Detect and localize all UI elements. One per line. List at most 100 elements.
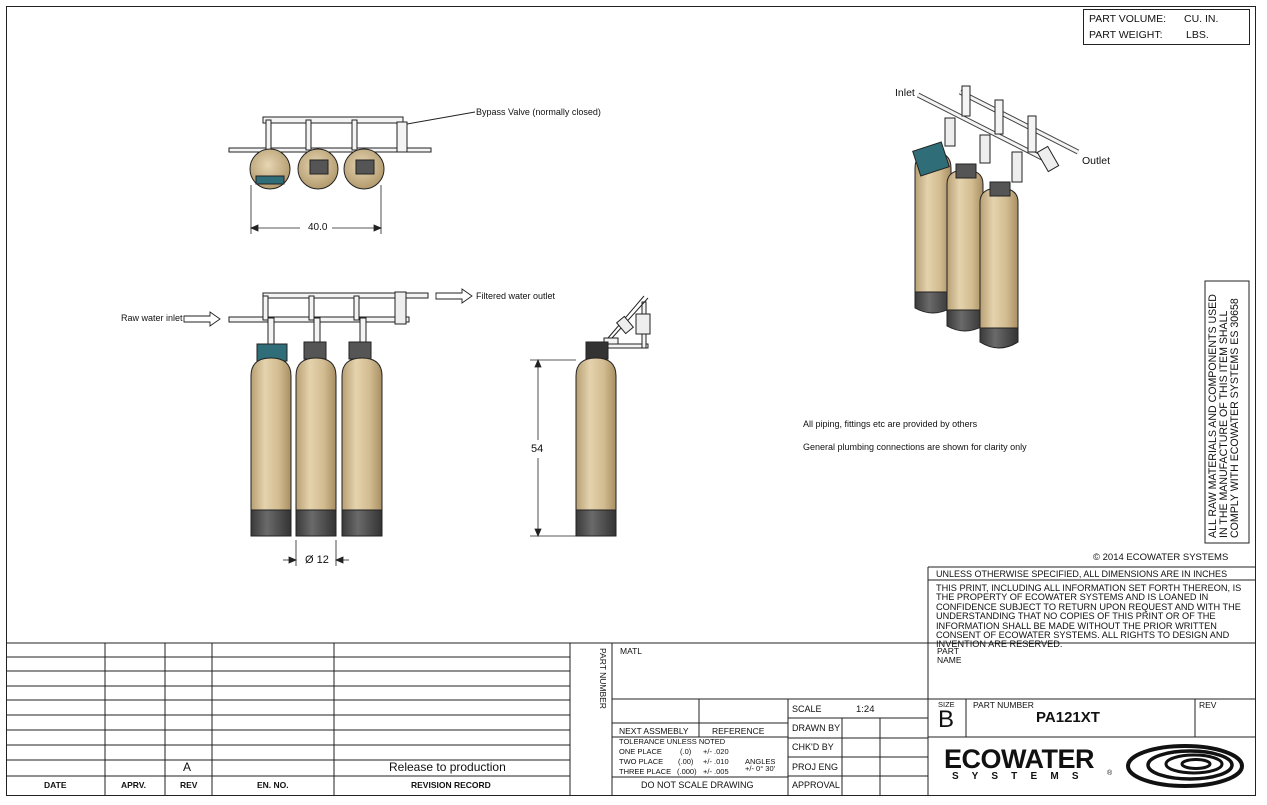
iso-base-1	[914, 291, 952, 314]
rev-letter: A	[183, 760, 192, 774]
header-aprv: APRV.	[121, 780, 147, 790]
part-volume-label: PART VOLUME:	[1089, 13, 1167, 25]
front-tank-1	[250, 357, 292, 511]
part-number-vertical-cell: PART NUMBER	[572, 648, 610, 718]
top-valve-2	[309, 159, 329, 175]
iso-valve-3	[989, 181, 1011, 197]
reference-label: REFERENCE	[712, 726, 765, 736]
raw-water-inlet-label: Raw water inlet	[121, 313, 183, 323]
one-place-label: ONE PLACE	[619, 747, 662, 756]
front-view	[228, 291, 429, 537]
side-base	[575, 509, 617, 537]
iso-base-3	[979, 327, 1019, 349]
dim-diameter-label: Ø 12	[305, 554, 329, 566]
tolerance-title: TOLERANCE UNLESS NOTED	[619, 737, 726, 746]
do-not-scale-label: DO NOT SCALE DRAWING	[641, 780, 754, 790]
next-assembly-label: NEXT ASSMEBLY	[619, 726, 689, 736]
top-view	[228, 111, 476, 190]
ecowater-logo-text: ECOWATER	[944, 744, 1095, 774]
title-block-grid	[6, 280, 1256, 796]
three-place-label: THREE PLACE	[619, 767, 672, 776]
top-riser-2	[305, 119, 312, 151]
drawing-sheet	[6, 6, 1256, 796]
front-tank-3	[341, 357, 383, 511]
rev-description: Release to production	[389, 760, 506, 774]
top-bypass-valve	[396, 121, 408, 153]
angles-label: ANGLES	[745, 757, 776, 766]
iso-valve-2	[955, 163, 977, 179]
ecowater-logo-subtext: S Y S T E M S	[952, 771, 1084, 782]
iso-base-2	[946, 309, 984, 332]
dim-width-top	[249, 185, 383, 234]
side-controller	[585, 341, 609, 360]
header-revision-record: REVISION RECORD	[411, 780, 491, 790]
iso-controller-1	[912, 141, 950, 177]
header-en-no: EN. NO.	[257, 780, 289, 790]
iso-tank-2	[946, 169, 984, 311]
bypass-valve-callout: Bypass Valve (normally closed)	[476, 107, 601, 117]
front-valve-3	[348, 341, 372, 360]
top-inlet-pipe	[228, 147, 432, 153]
front-tank-2	[295, 357, 337, 511]
filtered-water-outlet-label: Filtered water outlet	[476, 291, 556, 301]
front-base-1	[250, 509, 292, 537]
part-weight-label: PART WEIGHT:	[1089, 29, 1163, 41]
front-bypass-valve	[394, 291, 407, 325]
two-place-value: +/- .010	[703, 757, 729, 766]
three-place-value: +/- .005	[703, 767, 729, 776]
iso-inlet-label: Inlet	[895, 87, 915, 99]
one-place-value: +/- .020	[703, 747, 729, 756]
top-header-pipe	[262, 116, 404, 124]
header-rev: REV	[180, 780, 198, 790]
header-date: DATE	[44, 780, 67, 790]
angles-value: +/- 0° 30'	[745, 764, 776, 773]
top-riser-1	[265, 119, 272, 151]
chkd-by-label: CHK'D BY	[792, 742, 834, 752]
part-number-label: PART NUMBER	[973, 700, 1034, 710]
top-riser-3	[351, 119, 358, 151]
note-plumbing: General plumbing connections are shown f…	[803, 442, 1027, 452]
two-place-format: (.00)	[678, 757, 694, 766]
iso-tank-3	[979, 187, 1019, 329]
side-tank	[575, 357, 617, 511]
one-place-format: (.0)	[680, 747, 692, 756]
three-place-format: (.000)	[677, 767, 697, 776]
dim-diameter	[283, 540, 349, 566]
dimension-units-notice: UNLESS OTHERWISE SPECIFIED, ALL DIMENSIO…	[936, 569, 1228, 579]
part-number-value: PA121XT	[1036, 709, 1100, 726]
scale-label: SCALE	[792, 704, 822, 714]
matl-label: MATL	[620, 646, 643, 656]
two-place-label: TWO PLACE	[619, 757, 664, 766]
front-base-3	[341, 509, 383, 537]
bypass-leader	[406, 111, 476, 125]
confidentiality-notice: THIS PRINT, INCLUDING ALL INFORMATION SE…	[936, 583, 1242, 650]
proj-eng-label: PROJ ENG	[792, 762, 839, 772]
ecowater-swirl-icon	[1126, 744, 1244, 788]
filtered-water-outlet-arrow	[435, 288, 473, 304]
size-label: SIZE	[938, 700, 955, 709]
rev-label: REV	[1199, 700, 1217, 710]
materials-side-note: ALL RAW MATERIALS AND COMPONENTS USED IN…	[1207, 284, 1248, 538]
part-volume-unit: CU. IN.	[1184, 13, 1219, 25]
dim-height-label: 54	[531, 443, 544, 455]
dim-width-top-label: 40.0	[306, 222, 330, 233]
part-properties-box: PART VOLUME: CU. IN. PART WEIGHT: LBS.	[1083, 9, 1250, 45]
note-piping: All piping, fittings etc are provided by…	[803, 419, 978, 429]
copyright-text: © 2014 ECOWATER SYSTEMS	[1093, 552, 1229, 563]
drawn-by-label: DRAWN BY	[792, 723, 841, 733]
iso-outlet-label: Outlet	[1082, 155, 1111, 167]
raw-water-inlet-arrow	[183, 311, 221, 327]
front-base-2	[295, 509, 337, 537]
part-weight-unit: LBS.	[1186, 29, 1209, 41]
top-valve-3	[355, 159, 375, 175]
isometric-view	[912, 85, 1080, 349]
side-view	[575, 295, 651, 537]
registered-mark: ®	[1107, 770, 1113, 777]
scale-value: 1:24	[856, 704, 875, 715]
front-valve-2	[303, 341, 327, 360]
top-controller-1	[255, 175, 285, 185]
approval-label: APPROVAL	[792, 780, 840, 790]
part-name-label: PART NAME	[937, 646, 962, 665]
materials-side-note-text: ALL RAW MATERIALS AND COMPONENTS USED IN…	[1207, 294, 1242, 538]
